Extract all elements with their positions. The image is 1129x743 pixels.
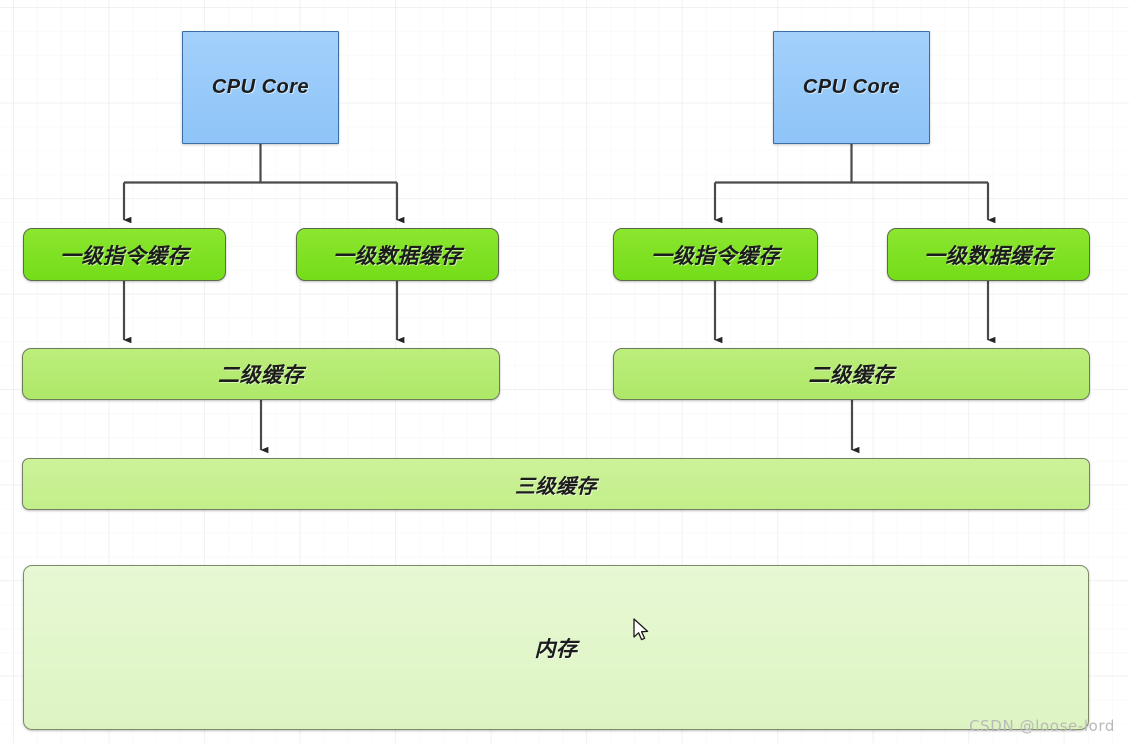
node-label: 二级缓存: [218, 364, 304, 387]
node-label: 内存: [534, 637, 578, 661]
node-label: 二级缓存: [808, 364, 895, 387]
node-label: CPU Core: [211, 76, 310, 98]
node-l2-cache-right[interactable]: 二级缓存: [613, 348, 1090, 400]
node-label: 一级指令缓存: [651, 244, 780, 268]
node-label: 一级数据缓存: [333, 244, 462, 268]
node-cpu-core-left[interactable]: CPU Core: [182, 31, 339, 144]
node-l1-data-cache-left[interactable]: 一级数据缓存: [296, 228, 499, 281]
node-l2-cache-left[interactable]: 二级缓存: [22, 348, 500, 400]
node-cpu-core-right[interactable]: CPU Core: [773, 31, 930, 144]
node-label: 一级数据缓存: [924, 244, 1053, 268]
node-main-memory[interactable]: 内存: [23, 565, 1089, 730]
node-label: CPU Core: [802, 76, 901, 98]
node-l1-instruction-cache-right[interactable]: 一级指令缓存: [613, 228, 818, 281]
node-l3-cache[interactable]: 三级缓存: [22, 458, 1090, 510]
node-label: 三级缓存: [515, 475, 597, 498]
node-l1-data-cache-right[interactable]: 一级数据缓存: [887, 228, 1090, 281]
node-label: 一级指令缓存: [60, 244, 189, 268]
node-l1-instruction-cache-left[interactable]: 一级指令缓存: [23, 228, 226, 281]
